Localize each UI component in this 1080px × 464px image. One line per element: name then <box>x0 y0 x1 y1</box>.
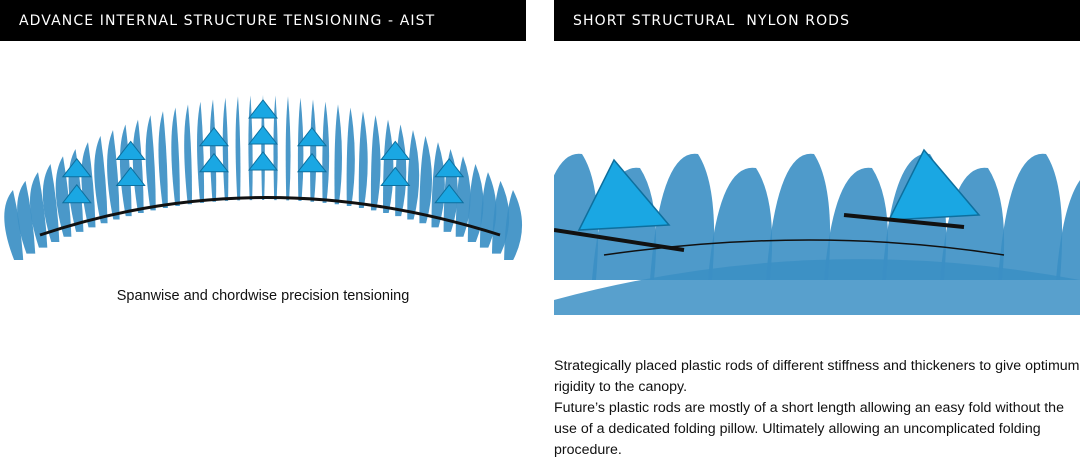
nylon-rods-header: SHORT STRUCTURAL NYLON RODS <box>554 0 1080 41</box>
nylon-rods-illustration <box>554 130 1080 315</box>
canopy-rib <box>310 99 317 202</box>
nylon-rod <box>603 239 1005 256</box>
nylon-rods-panel: SHORT STRUCTURAL NYLON RODS Strategicall… <box>554 0 1080 464</box>
aist-panel: ADVANCE INTERNAL STRUCTURE TENSIONING - … <box>0 0 526 464</box>
tension-band <box>380 140 411 160</box>
canopy-rib <box>197 101 205 203</box>
spanwise-rod <box>39 196 501 237</box>
tension-band <box>247 125 279 145</box>
tension-band <box>434 183 465 204</box>
canopy-nylon-rods-closeup <box>554 148 1080 315</box>
tension-band <box>434 157 465 178</box>
canopy-rib <box>1056 180 1080 280</box>
canopy-rib <box>4 190 24 260</box>
tension-band <box>577 158 671 231</box>
aist-caption: Spanwise and chordwise precision tension… <box>116 288 410 304</box>
canopy-rib <box>419 135 433 224</box>
canopy-rib <box>431 142 445 228</box>
canopy-rib-structure-front-view <box>4 95 523 260</box>
canopy-rib <box>171 107 180 206</box>
canopy-rib <box>322 101 330 203</box>
canopy-rib <box>273 95 278 201</box>
canopy-rib <box>407 129 420 220</box>
tension-band <box>115 140 146 160</box>
canopy-rib <box>81 142 96 228</box>
canopy-rib <box>554 153 599 280</box>
canopy-rib <box>467 163 484 242</box>
canopy-rib <box>297 97 304 201</box>
canopy-rib <box>334 104 342 205</box>
tension-band <box>296 126 328 147</box>
tension-band <box>380 166 411 186</box>
canopy-rib <box>119 124 132 217</box>
canopy-rib <box>17 180 36 254</box>
canopy-rib <box>222 97 229 201</box>
canopy-rib <box>158 111 168 208</box>
tension-band <box>198 126 230 147</box>
aist-illustration <box>0 80 526 280</box>
canopy-rib <box>248 95 253 201</box>
canopy-rib <box>94 135 108 224</box>
aist-header: ADVANCE INTERNAL STRUCTURE TENSIONING - … <box>0 0 526 41</box>
canopy-rib <box>998 153 1063 280</box>
tension-band <box>887 148 981 221</box>
canopy-rib <box>358 111 368 208</box>
canopy-rib <box>285 96 291 201</box>
canopy-rib <box>261 95 265 200</box>
canopy-rib <box>209 99 217 202</box>
canopy-rib <box>184 104 192 205</box>
tension-band <box>247 151 279 171</box>
canopy-rib <box>42 163 60 242</box>
aist-title: ADVANCE INTERNAL STRUCTURE TENSIONING - … <box>19 12 436 29</box>
tension-band <box>296 152 328 173</box>
canopy-rib <box>504 190 523 260</box>
canopy-rib <box>346 107 355 206</box>
tension-band <box>198 152 230 173</box>
tension-band <box>61 157 92 178</box>
canopy-trailing-edge <box>554 259 1080 315</box>
nylon-rods-title: SHORT STRUCTURAL NYLON RODS <box>573 12 851 29</box>
canopy-rib <box>370 115 381 211</box>
canopy-rib <box>708 167 773 280</box>
nylon-rods-paragraph-1: Strategically placed plastic rods of dif… <box>554 358 1080 395</box>
nylon-rods-description: Strategically placed plastic rods of dif… <box>554 356 1080 461</box>
tension-band <box>115 166 146 186</box>
canopy-rib <box>145 115 156 211</box>
canopy-rib <box>766 153 831 280</box>
canopy-rib <box>29 172 48 248</box>
canopy-rib <box>132 119 144 214</box>
nylon-rod <box>554 228 685 252</box>
tension-band <box>247 99 279 119</box>
nylon-rod <box>843 213 965 229</box>
canopy-rib <box>55 156 72 237</box>
tension-band <box>61 183 92 204</box>
canopy-rib <box>383 119 394 214</box>
canopy-rib <box>824 167 889 280</box>
nylon-rods-paragraph-2: Future’s plastic rods are mostly of a sh… <box>554 400 1064 458</box>
canopy-rib <box>107 129 120 220</box>
canopy-rib <box>235 96 241 201</box>
